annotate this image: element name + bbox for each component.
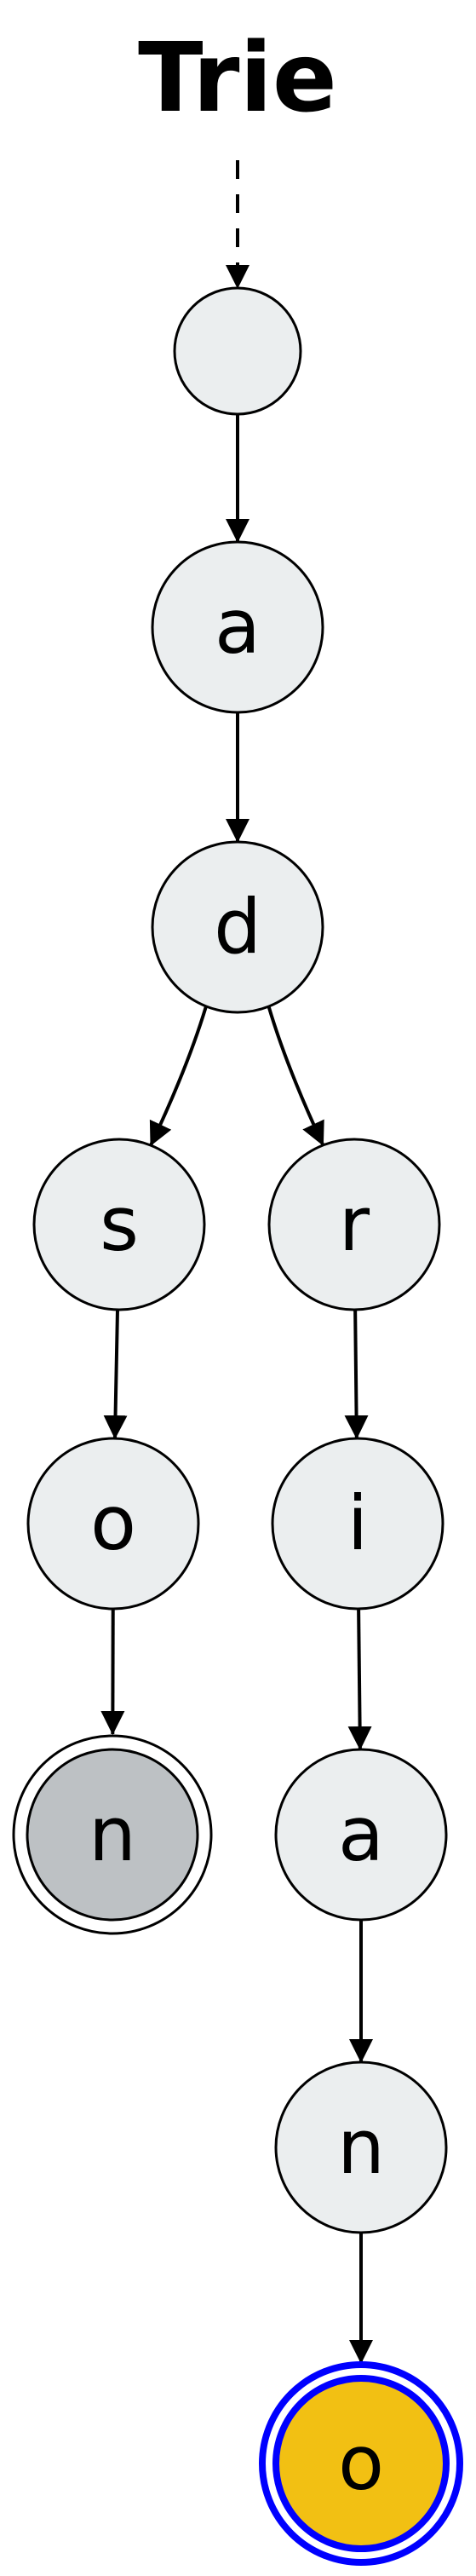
edge-s-o1 [103,1309,128,1440]
node-circle [26,1748,199,1922]
diagram-title: Trie [138,23,337,134]
node-r: r [267,1138,441,1311]
node-a2: a [274,1748,448,1922]
node-circle [271,1437,444,1611]
node-circle [151,540,324,714]
node-o1: o [26,1437,200,1611]
node-o2: o [259,2361,463,2566]
node-circle [173,286,302,416]
node-circle [32,1138,206,1311]
node-n2: n [274,2060,448,2234]
node-label: o [90,1479,136,1567]
node-circle [151,840,324,1014]
edge-d-r [267,1006,325,1146]
node-label: d [214,883,261,971]
node-label: o [338,2419,384,2507]
edges-layer [100,160,373,2364]
node-circle [272,2375,450,2552]
edge-d-s [149,1006,208,1147]
node-label: s [100,1180,139,1268]
node-label: r [339,1180,370,1268]
node-a1: a [151,540,324,714]
node-label: a [338,1790,384,1878]
node-i: i [271,1437,444,1611]
node-n1: n [12,1734,213,1935]
node-circle [274,1748,448,1922]
node-s: s [32,1138,206,1311]
node-label: n [89,1790,136,1878]
node-circle [267,1138,441,1311]
node-root [173,286,302,416]
node-d: d [151,840,324,1014]
node-circle [26,1437,200,1611]
node-circle [274,2060,448,2234]
edge-r-i [344,1309,369,1440]
nodes-layer: a d s r o i n a n o [12,286,463,2566]
node-outer-ring [12,1734,213,1935]
node-outer-ring [259,2361,463,2566]
edge-i-a2 [347,1608,372,1751]
node-label: n [337,2103,385,2191]
node-label: i [347,1479,368,1567]
node-label: a [215,583,261,671]
